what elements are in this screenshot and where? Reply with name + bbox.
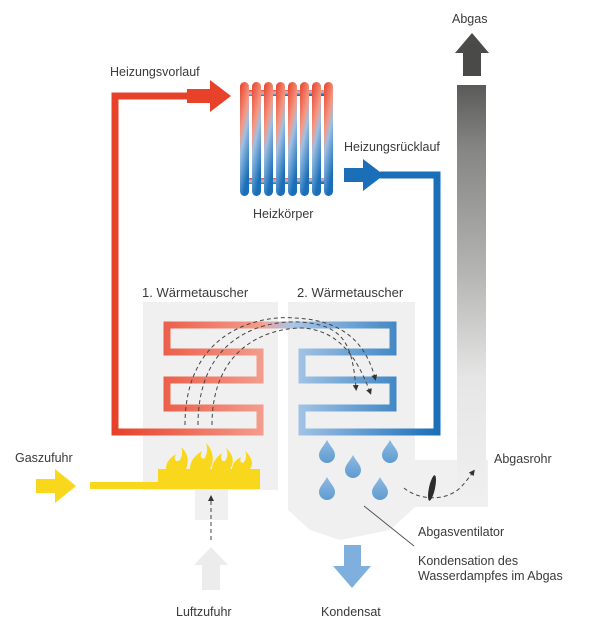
gas-arrow <box>36 469 76 503</box>
label-abgas: Abgas <box>452 12 487 26</box>
radiator-fin <box>288 82 297 196</box>
flow-arc-3 <box>211 327 372 426</box>
abgas-arrow <box>455 33 489 76</box>
flow-arc-1 <box>184 317 378 426</box>
labels: Abgas Heizungsvorlauf Heizungsrücklauf H… <box>15 12 563 619</box>
label-luftzufuhr: Luftzufuhr <box>176 605 232 619</box>
hx2-coil <box>290 321 437 436</box>
label-kondensation-line1: Kondensation des <box>418 554 518 568</box>
water-droplet-icon <box>382 440 398 463</box>
radiator-fin <box>240 82 249 196</box>
radiator-fin <box>300 82 309 196</box>
flow-arc-2 <box>197 321 359 426</box>
label-waermetauscher-1: 1. Wärmetauscher <box>142 285 249 300</box>
gas-supply <box>36 443 260 590</box>
label-abgasrohr: Abgasrohr <box>494 452 552 466</box>
flame-icon <box>158 443 260 489</box>
label-heizkoerper: Heizkörper <box>253 207 313 221</box>
heat-exchanger-2 <box>262 321 437 490</box>
label-waermetauscher-2: 2. Wärmetauscher <box>297 285 404 300</box>
gas-pipe <box>90 482 160 489</box>
label-heizungsruecklauf: Heizungsrücklauf <box>344 140 440 154</box>
radiator-icon <box>240 82 333 196</box>
center-divider <box>278 345 288 490</box>
radiator-fin <box>312 82 321 196</box>
radiator-connector <box>242 90 331 96</box>
water-droplet-icon <box>345 455 361 478</box>
fan-icon <box>403 469 475 501</box>
water-droplet-icon <box>319 440 335 463</box>
radiator-connector <box>242 178 331 184</box>
label-heizungsvorlauf: Heizungsvorlauf <box>110 65 200 79</box>
housing-right-chamber <box>288 302 488 540</box>
radiator-fin <box>264 82 273 196</box>
condensate-arrow <box>333 545 371 588</box>
label-kondensat: Kondensat <box>321 605 381 619</box>
label-gaszufuhr: Gaszufuhr <box>15 451 73 465</box>
flue-gas-flow-arrows <box>184 317 378 426</box>
return-arrow <box>344 159 384 191</box>
radiator-fin <box>324 82 333 196</box>
radiator-fin <box>252 82 261 196</box>
hx-bridge <box>262 321 294 329</box>
heat-exchanger-1 <box>115 321 276 436</box>
condensate-droplets <box>319 440 398 500</box>
air-intake-arrow <box>194 547 228 590</box>
label-abgasventilator: Abgasventilator <box>418 525 504 539</box>
boiler-housing <box>143 302 488 540</box>
chimney <box>457 85 486 505</box>
condensation-leader-line <box>363 505 415 547</box>
hx1-coil <box>115 321 276 436</box>
fan-flow-arrow <box>403 469 475 499</box>
label-kondensation-line2: Wasserdampfes im Abgas <box>418 569 563 583</box>
water-droplet-icon <box>372 477 388 500</box>
supply-arrow <box>187 80 231 112</box>
radiator-fin <box>276 82 285 196</box>
water-droplet-icon <box>319 477 335 500</box>
